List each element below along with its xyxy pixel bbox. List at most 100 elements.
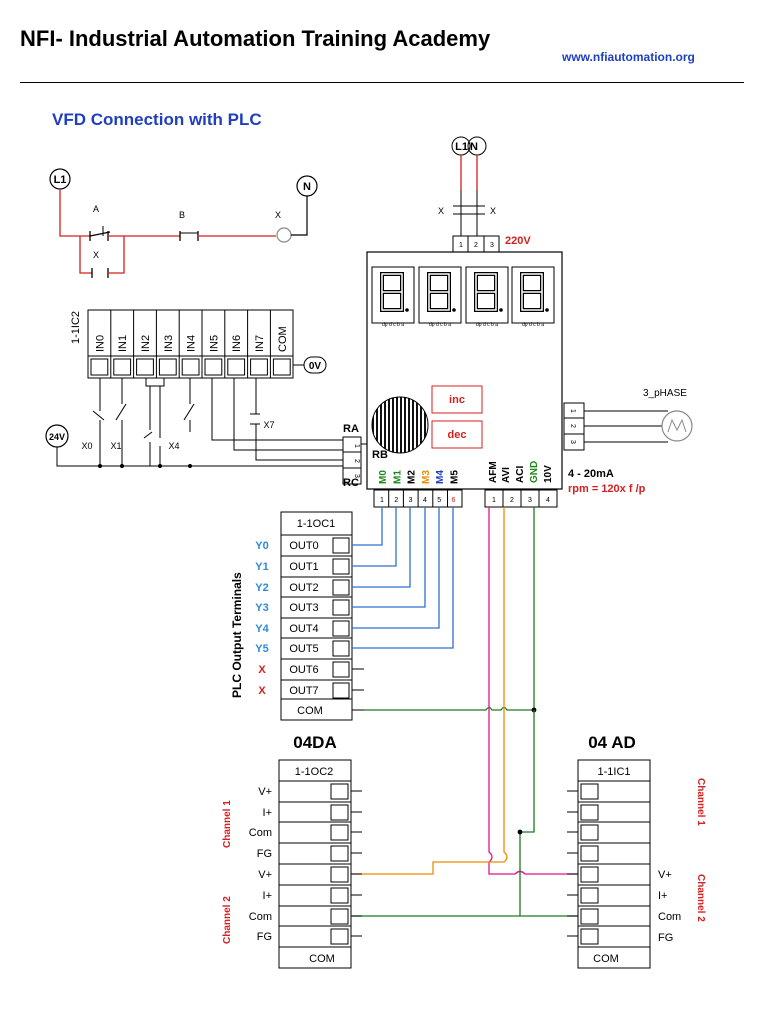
relay-terminal-block	[342, 436, 362, 485]
output-terminal-label: OUT3	[289, 602, 318, 614]
input-terminal-screw	[136, 358, 154, 376]
multi-input-label: M3	[421, 470, 432, 484]
output-module-name: 1-1OC1	[297, 518, 336, 530]
ad-terminal-screw	[580, 783, 599, 800]
svg-text:6: 6	[452, 497, 456, 504]
output-com-label: COM	[297, 705, 323, 717]
n-label: N	[303, 181, 311, 193]
input-terminal-label: IN2	[140, 335, 152, 352]
output-terminal-label: OUT5	[289, 643, 318, 655]
output-terminal-label: OUT0	[289, 540, 318, 552]
input-terminal-screw	[250, 358, 268, 376]
da-com-label: COM	[309, 953, 335, 965]
segment-letters: dp d c b a	[382, 322, 404, 328]
input-terminal-label: IN5	[208, 335, 220, 352]
input-terminal-screw	[272, 358, 291, 376]
ad-terminal-v-plus: V+	[658, 869, 672, 881]
da-terminal-screw	[330, 887, 349, 904]
ad-module-name: 1-1IC1	[597, 766, 630, 778]
da-terminal-screw	[330, 908, 349, 925]
da-channel2-label: Channel 2	[222, 896, 233, 944]
segment-letters: dp d c b a	[476, 322, 498, 328]
header-url[interactable]: www.nfiautomation.org	[562, 50, 695, 64]
da-terminal-label: Com	[249, 827, 272, 839]
output-address-label: X	[258, 685, 266, 697]
svg-text:1: 1	[353, 444, 360, 448]
output-address-label: Y5	[255, 643, 268, 655]
seven-segment-digit	[418, 266, 462, 324]
output-terminal-screw	[332, 640, 350, 657]
svg-text:3: 3	[569, 440, 576, 444]
output-terminal-screw	[332, 579, 350, 596]
svg-text:GND: GND	[529, 461, 540, 483]
ad-terminal-i-plus: I+	[658, 890, 667, 902]
relay-rc-label: RC	[343, 477, 359, 489]
da-terminal-screw	[330, 783, 349, 800]
potentiometer-knob-icon[interactable]	[371, 396, 429, 454]
motor-icon	[661, 410, 693, 442]
ad-terminal-screw	[580, 908, 599, 925]
ad-module: 04 AD 1-1IC1 COM V+ I+ Com FG Channel 1 …	[567, 733, 706, 969]
da-terminal-label: FG	[257, 931, 272, 943]
relay-rb-label: RB	[372, 449, 388, 461]
da-terminal-screw	[330, 928, 349, 945]
vfd-n-label: N	[470, 141, 478, 153]
coil-x-icon	[276, 227, 292, 243]
svg-text:1: 1	[459, 242, 463, 249]
contact-x7-label: X7	[263, 420, 274, 430]
segment-letters: dp d c b a	[522, 322, 544, 328]
svg-text:3: 3	[490, 242, 494, 249]
svg-text:3: 3	[528, 497, 532, 504]
ad-terminal-screw	[580, 866, 599, 883]
ad-terminal-screw	[580, 824, 599, 841]
contact-a-label: A	[93, 204, 99, 214]
seven-segment-digit	[511, 266, 555, 324]
input-terminal-screw	[90, 358, 109, 376]
ad-com-label: COM	[593, 953, 619, 965]
output-terminal-label: OUT2	[289, 582, 318, 594]
svg-text:3: 3	[409, 497, 413, 504]
output-terminal-label: OUT1	[289, 561, 318, 573]
output-address-label: X	[258, 664, 266, 676]
da-module-title: 04DA	[293, 733, 336, 752]
svg-text:2: 2	[353, 459, 360, 463]
dec-button[interactable]	[431, 420, 483, 449]
supply-24v-label: 24V	[49, 432, 65, 442]
output-terminal-label: OUT4	[289, 623, 318, 635]
contact-x1-label: X1	[110, 441, 121, 451]
svg-text:ACI: ACI	[515, 466, 526, 483]
rpm-formula-label: rpm = 120x f /p	[568, 483, 646, 495]
ad-terminal-screw	[580, 845, 599, 862]
svg-text:3: 3	[353, 474, 360, 478]
relay-ra-label: RA	[343, 423, 359, 435]
output-terminal-screw	[332, 661, 350, 678]
output-terminal-screw	[332, 599, 350, 616]
current-range-label: 4 - 20mA	[568, 468, 614, 480]
input-terminal-screw	[227, 358, 246, 376]
inc-button[interactable]	[431, 385, 483, 414]
output-terminal-screw	[332, 558, 350, 575]
output-address-label: Y2	[255, 582, 268, 594]
contact-x4-label: X4	[168, 441, 179, 451]
analog-wiring	[352, 507, 581, 917]
svg-text:2: 2	[569, 424, 576, 428]
l1-label: L1	[54, 174, 67, 186]
seven-segment-digit	[371, 266, 415, 324]
da-terminal-label: I+	[263, 890, 272, 902]
svg-text:4: 4	[546, 497, 550, 504]
input-terminal-label: IN6	[231, 335, 243, 352]
output-side-title: PLC Output Terminals	[230, 572, 244, 698]
da-terminal-label: FG	[257, 848, 272, 860]
svg-text:1: 1	[569, 409, 576, 413]
svg-text:2: 2	[474, 242, 478, 249]
svg-text:1: 1	[492, 497, 496, 504]
output-module: 1-1OC1 OUT0Y0OUT1Y1OUT2Y2OUT3Y3OUT4Y4OUT…	[230, 511, 364, 721]
header-title: NFI- Industrial Automation Training Acad…	[20, 26, 491, 51]
vfd-l1-label: L1	[455, 141, 468, 153]
output-wiring	[352, 507, 537, 713]
vfd-contact-x2-label: X	[490, 206, 496, 216]
da-terminal-label: Com	[249, 911, 272, 923]
